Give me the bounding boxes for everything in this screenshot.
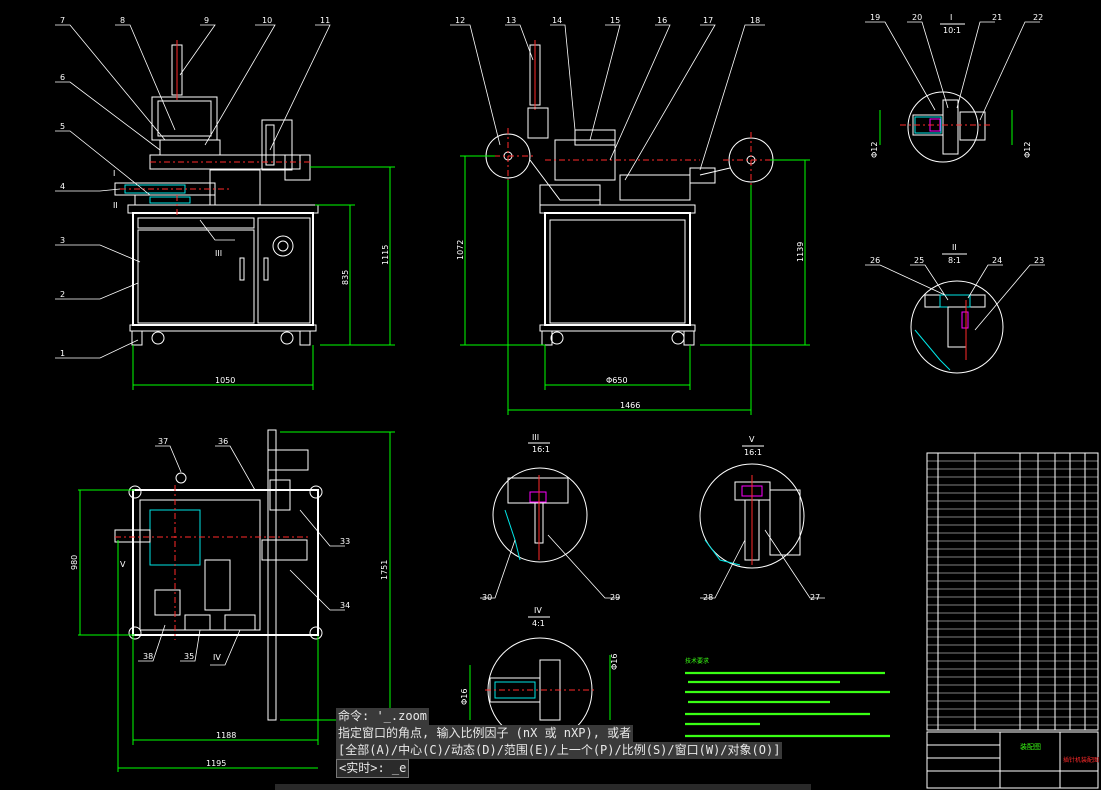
part-num-26: 26 <box>870 256 880 265</box>
section-mark-v: V <box>120 560 126 569</box>
detail-i-label: I <box>950 13 952 22</box>
tech-notes-title: 技术要求 <box>685 657 709 665</box>
detail-ii: II 8:1 26 25 24 23 <box>865 243 1045 374</box>
command-input[interactable]: <实时>: _e <box>336 759 410 778</box>
part-num-34: 34 <box>340 601 350 610</box>
part-num-7: 7 <box>60 16 65 25</box>
detail-iii-scale: 16:1 <box>532 445 550 454</box>
command-history-line-1: 命令: '_.zoom <box>336 708 430 725</box>
side-view: Φ650 1466 1072 1139 12 13 14 15 16 17 18 <box>450 16 810 415</box>
part-num-24: 24 <box>992 256 1002 265</box>
detail-i: Φ12 Φ12 I 10:1 19 20 21 22 <box>865 13 1043 163</box>
detail-iv-label: IV <box>534 606 542 615</box>
part-num-30: 30 <box>482 593 492 602</box>
detail-iv-dim-left: Φ16 <box>460 689 469 705</box>
section-mark-i: I <box>113 169 115 178</box>
command-line-panel: 命令: '_.zoom 指定窗口的角点, 输入比例因子 (nX 或 nXP), … <box>336 708 783 778</box>
part-num-21: 21 <box>992 13 1002 22</box>
tech-notes: 技术要求 <box>685 657 890 738</box>
detail-iv: Φ16 Φ16 IV 4:1 <box>460 606 619 743</box>
dim-front-height-lower: 835 <box>341 270 350 285</box>
detail-v-label: V <box>749 435 755 444</box>
part-num-3: 3 <box>60 236 65 245</box>
part-num-25: 25 <box>914 256 924 265</box>
title-block-name: 插针机装配图 <box>1063 756 1099 764</box>
command-history-line-2: 指定窗口的角点, 输入比例因子 (nX 或 nXP), 或者 <box>336 725 634 742</box>
detail-v: V 16:1 28 27 <box>699 435 825 602</box>
parts-list <box>926 452 1099 731</box>
part-num-4: 4 <box>60 182 65 191</box>
front-view: 1050 835 1115 I II III 1 2 3 4 5 6 7 8 9 <box>55 16 395 390</box>
part-num-38: 38 <box>143 652 153 661</box>
part-num-19: 19 <box>870 13 880 22</box>
horizontal-scrollbar[interactable] <box>275 784 811 790</box>
part-num-16: 16 <box>657 16 667 25</box>
part-num-29: 29 <box>610 593 620 602</box>
dim-side-height-left: 1072 <box>456 240 465 260</box>
part-num-37: 35 <box>184 652 194 661</box>
section-mark-ii: II <box>113 201 118 210</box>
part-num-1: 1 <box>60 349 65 358</box>
part-num-15: 15 <box>610 16 620 25</box>
section-mark-iii: III <box>215 249 222 258</box>
part-num-36: 37 <box>158 437 168 446</box>
part-num-22: 22 <box>1033 13 1043 22</box>
detail-i-dim-left: Φ12 <box>870 142 879 158</box>
part-num-27: 27 <box>810 593 820 602</box>
dim-side-width-overall: 1466 <box>620 401 640 410</box>
dim-top-depth: 980 <box>70 555 79 570</box>
part-num-17: 17 <box>703 16 713 25</box>
detail-ii-scale: 8:1 <box>948 256 961 265</box>
detail-i-dim-right: Φ12 <box>1023 142 1032 158</box>
part-num-6: 6 <box>60 73 65 82</box>
dim-side-width-inner: Φ650 <box>606 376 628 385</box>
command-history-line-3: [全部(A)/中心(C)/动态(D)/范围(E)/上一个(P)/比例(S)/窗口… <box>336 742 783 759</box>
part-num-11: 11 <box>320 16 330 25</box>
dim-side-height-right: 1139 <box>796 242 805 262</box>
dim-top-height-right: 1751 <box>380 560 389 580</box>
dim-top-width-inner: 1188 <box>216 731 236 740</box>
section-mark-iv: IV <box>213 653 221 662</box>
part-num-18: 18 <box>750 16 760 25</box>
part-num-8: 8 <box>120 16 125 25</box>
detail-iii: III 16:1 30 29 <box>480 433 620 602</box>
part-num-33: 33 <box>340 537 350 546</box>
part-num-12: 12 <box>455 16 465 25</box>
dim-front-height-total: 1115 <box>381 245 390 265</box>
part-num-10: 10 <box>262 16 272 25</box>
part-num-2: 2 <box>60 290 65 299</box>
part-num-23: 23 <box>1034 256 1044 265</box>
part-num-9: 9 <box>204 16 209 25</box>
part-num-28: 28 <box>703 593 713 602</box>
detail-ii-label: II <box>952 243 957 252</box>
part-num-14: 14 <box>552 16 562 25</box>
detail-v-scale: 16:1 <box>744 448 762 457</box>
detail-i-scale: 10:1 <box>943 26 961 35</box>
detail-iii-label: III <box>532 433 539 442</box>
detail-iv-scale: 4:1 <box>532 619 545 628</box>
dim-front-width: 1050 <box>215 376 235 385</box>
dim-top-width-overall: 1195 <box>206 759 226 768</box>
detail-iv-dim-right: Φ16 <box>610 654 619 670</box>
title-block: 装配图 插针机装配图 <box>926 731 1099 789</box>
part-num-5: 5 <box>60 122 65 131</box>
part-num-35: 36 <box>218 437 228 446</box>
part-num-13: 13 <box>506 16 516 25</box>
part-num-20: 20 <box>912 13 922 22</box>
title-block-title: 装配图 <box>1020 742 1041 751</box>
